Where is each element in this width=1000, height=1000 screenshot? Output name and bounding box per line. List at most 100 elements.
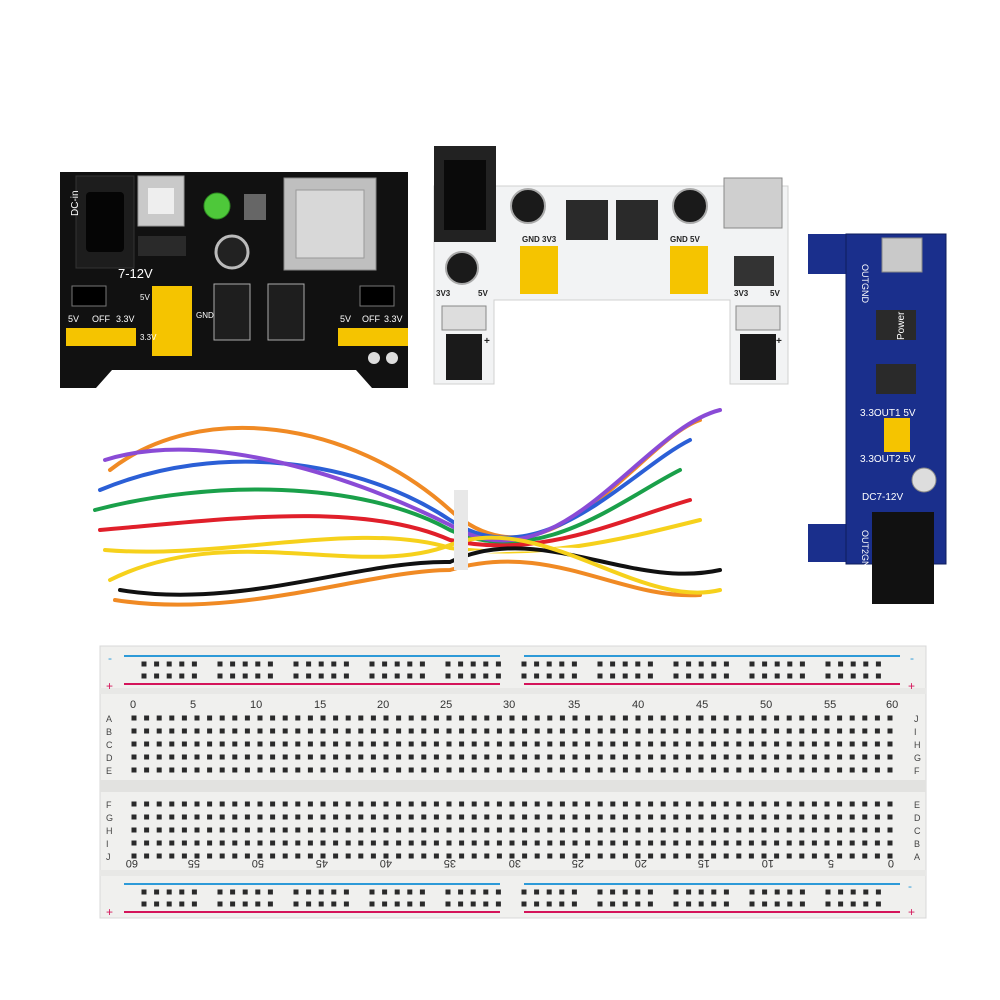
breadboard-hole <box>723 814 729 820</box>
breadboard-hole <box>433 741 439 747</box>
breadboard-hole <box>156 853 162 859</box>
breadboard-hole <box>421 728 427 734</box>
svg-text:B: B <box>106 727 112 737</box>
breadboard-hole <box>723 827 729 833</box>
breadboard-hole <box>219 814 225 820</box>
breadboard-hole <box>761 814 767 820</box>
rail-hole <box>483 901 489 907</box>
breadboard-hole <box>799 715 805 721</box>
rail-hole <box>166 661 172 667</box>
svg-text:30: 30 <box>503 699 515 711</box>
rail-hole <box>369 889 375 895</box>
rail-hole <box>686 901 692 907</box>
rail-hole <box>267 901 273 907</box>
rail-hole <box>369 661 375 667</box>
breadboard-hole <box>673 767 679 773</box>
label-voltage: 7-12V <box>118 266 153 281</box>
breadboard-hole <box>572 814 578 820</box>
svg-text:G: G <box>106 813 113 823</box>
yellow-header <box>884 418 910 452</box>
breadboard-hole <box>673 814 679 820</box>
jumper-right <box>338 328 408 346</box>
breadboard-hole <box>723 840 729 846</box>
rail-hole <box>610 889 616 895</box>
breadboard-hole <box>181 728 187 734</box>
breadboard-hole <box>786 754 792 760</box>
rail-hole <box>458 661 464 667</box>
breadboard-hole <box>597 827 603 833</box>
breadboard-hole <box>181 801 187 807</box>
rail-hole <box>166 673 172 679</box>
rail-hole <box>217 889 223 895</box>
breadboard-hole <box>181 741 187 747</box>
svg-text:15: 15 <box>698 857 710 869</box>
switch-right <box>735 305 781 331</box>
breadboard-hole <box>433 728 439 734</box>
breadboard-hole <box>774 827 780 833</box>
rail-hole <box>875 901 881 907</box>
breadboard-hole <box>774 754 780 760</box>
rail-hole <box>825 661 831 667</box>
breadboard-hole <box>181 715 187 721</box>
rail-hole <box>179 673 185 679</box>
breadboard-hole <box>496 853 502 859</box>
rail-hole <box>534 901 540 907</box>
breadboard-hole <box>219 715 225 721</box>
breadboard-hole <box>345 801 351 807</box>
breadboard-hole <box>547 754 553 760</box>
breadboard-hole <box>383 741 389 747</box>
rail-hole <box>331 673 337 679</box>
rail-hole <box>267 673 273 679</box>
breadboard-hole <box>446 754 452 760</box>
breadboard-hole <box>673 715 679 721</box>
rail-hole <box>318 889 324 895</box>
rail-hole <box>698 661 704 667</box>
breadboard-hole <box>257 827 263 833</box>
breadboard-hole <box>484 801 490 807</box>
breadboard-hole <box>874 741 880 747</box>
breadboard-hole <box>622 801 628 807</box>
breadboard-hole <box>887 827 893 833</box>
breadboard-hole <box>408 754 414 760</box>
breadboard-hole <box>433 715 439 721</box>
breadboard-hole <box>358 767 364 773</box>
breadboard-hole <box>723 853 729 859</box>
breadboard-hole <box>181 754 187 760</box>
svg-text:10: 10 <box>250 699 262 711</box>
row-letters-right: J I H G F E D C B A <box>914 714 921 862</box>
breadboard-hole <box>383 801 389 807</box>
breadboard-hole <box>295 741 301 747</box>
breadboard-hole <box>509 814 515 820</box>
rail-plus-label: + <box>908 905 915 919</box>
rail-hole <box>470 901 476 907</box>
rail-hole <box>306 673 312 679</box>
breadboard-hole <box>597 715 603 721</box>
rail-hole <box>217 661 223 667</box>
breadboard-hole <box>282 754 288 760</box>
label-right-off: OFF <box>362 314 380 324</box>
breadboard-hole <box>585 728 591 734</box>
rail-hole <box>230 889 236 895</box>
rail-plus-label: + <box>106 679 113 693</box>
breadboard-hole <box>799 728 805 734</box>
breadboard-hole <box>761 767 767 773</box>
breadboard-hole <box>849 814 855 820</box>
breadboard-hole <box>547 767 553 773</box>
capacitor <box>214 234 250 270</box>
breadboard-hole <box>786 801 792 807</box>
breadboard-hole <box>207 853 213 859</box>
breadboard-hole <box>207 728 213 734</box>
rail-hole <box>141 661 147 667</box>
breadboard-hole <box>446 715 452 721</box>
breadboard-hole <box>522 814 528 820</box>
rail-hole <box>799 889 805 895</box>
breadboard-hole <box>131 754 137 760</box>
rail-hole <box>331 661 337 667</box>
rail-hole <box>875 889 881 895</box>
rail-hole <box>166 889 172 895</box>
breadboard-hole <box>181 840 187 846</box>
rail-hole <box>369 673 375 679</box>
rail-hole <box>242 889 248 895</box>
breadboard-hole <box>648 840 654 846</box>
